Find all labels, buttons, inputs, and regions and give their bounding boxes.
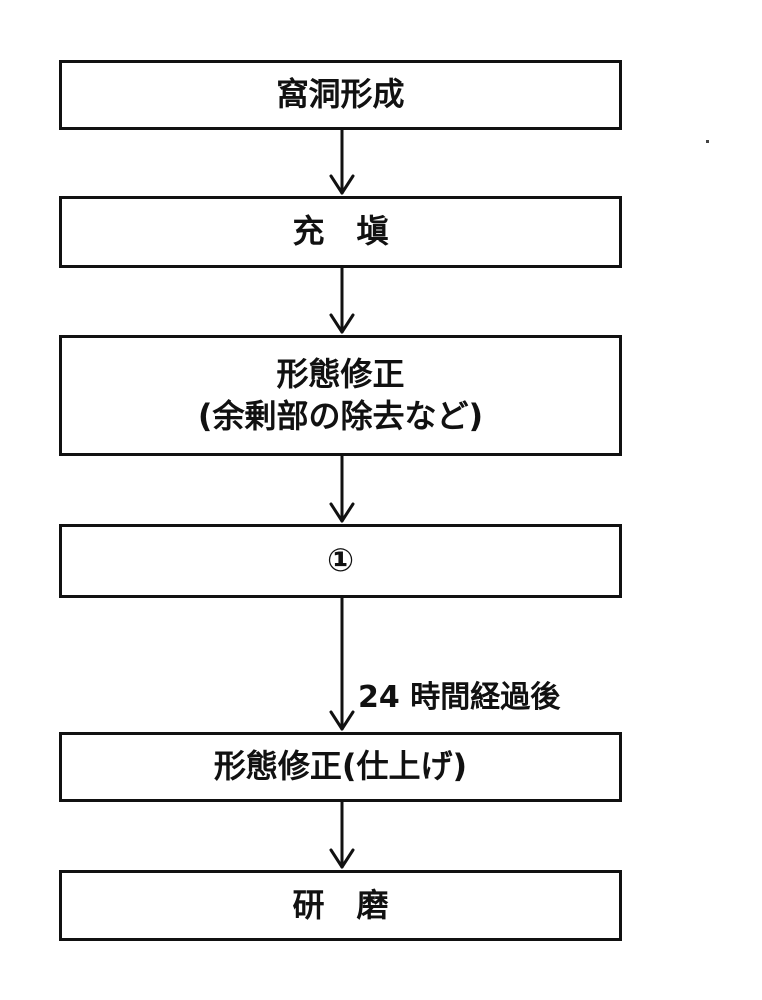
transition-note: 24 時間経過後: [358, 680, 561, 715]
step-filling-label: 充 塡: [292, 212, 389, 251]
arrow-1-to-2: [329, 128, 355, 195]
arrow-5-to-6: [329, 800, 355, 869]
step-cavity-preparation: 窩洞形成: [59, 60, 622, 130]
step-polishing: 研 磨: [59, 870, 622, 941]
step-polishing-label: 研 磨: [292, 885, 389, 924]
step-filling: 充 塡: [59, 196, 622, 268]
step-cavity-preparation-label: 窩洞形成: [276, 75, 405, 114]
step-shape-correction-label: 形態修正: [276, 354, 405, 393]
step-blank-1: ①: [59, 524, 622, 598]
step-shape-correction: 形態修正 (余剰部の除去など): [59, 335, 622, 456]
step-blank-1-label: ①: [326, 541, 355, 580]
arrow-3-to-4: [329, 454, 355, 523]
arrow-2-to-3: [329, 266, 355, 334]
step-shape-correction-finishing-label: 形態修正(仕上げ): [213, 747, 468, 786]
arrow-4-to-5: [329, 596, 355, 731]
stray-dot: [706, 140, 709, 143]
step-shape-correction-sublabel: (余剰部の除去など): [197, 396, 484, 435]
step-shape-correction-finishing: 形態修正(仕上げ): [59, 732, 622, 802]
